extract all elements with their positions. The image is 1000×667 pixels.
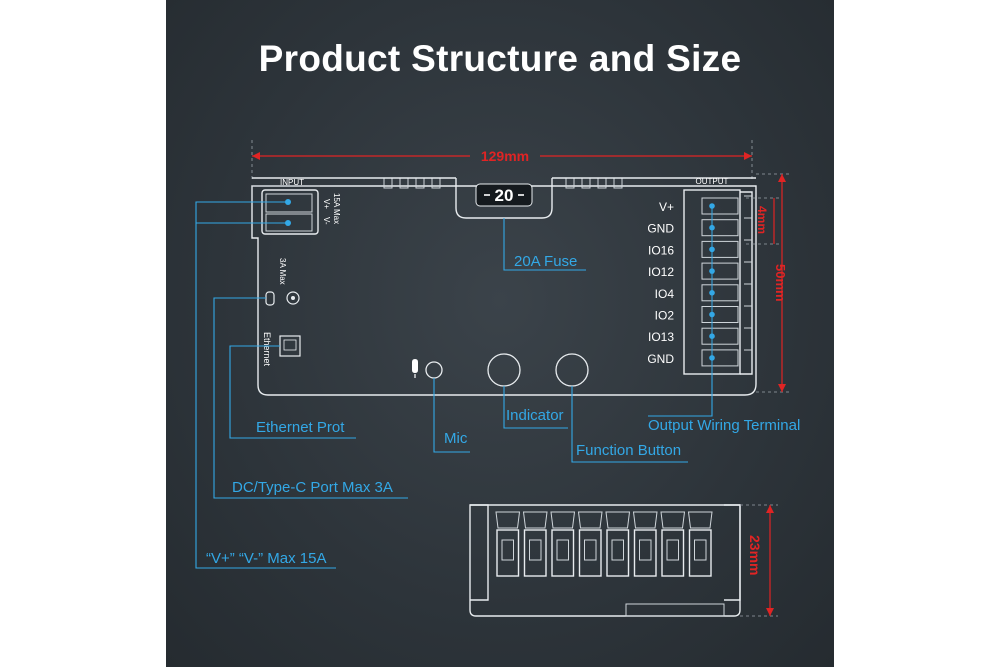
side-cell bbox=[496, 529, 520, 577]
side-cell-slot bbox=[501, 539, 514, 561]
mic-callout: Mic bbox=[444, 430, 468, 447]
output-terminal-cell bbox=[701, 349, 739, 367]
side-view bbox=[469, 504, 741, 617]
callout-leaders bbox=[195, 201, 713, 569]
side-lever bbox=[605, 511, 631, 529]
side-cell-slot bbox=[611, 539, 624, 561]
usb-c-port: 3A Max bbox=[265, 258, 300, 306]
dark-panel bbox=[166, 0, 834, 667]
pitch-dimension: 4mm bbox=[746, 197, 782, 245]
side-lever bbox=[660, 511, 686, 529]
function-button-ring bbox=[555, 353, 589, 387]
output-terminal-cell bbox=[701, 284, 739, 302]
side-cell-slot bbox=[556, 539, 569, 561]
mic bbox=[412, 359, 443, 379]
output-terminal-cell bbox=[701, 219, 739, 237]
height-dimension: 50mm bbox=[756, 173, 792, 393]
fuse-display: 20 bbox=[484, 186, 524, 205]
side-cell bbox=[661, 529, 685, 577]
ethernet-port: Ethernet bbox=[262, 332, 301, 367]
output-terminal-cell bbox=[701, 306, 739, 323]
dc-jack-icon bbox=[286, 291, 300, 305]
side-cell-slot bbox=[639, 539, 652, 561]
output-terminal-cell bbox=[701, 197, 739, 215]
ethernet-board-label: Ethernet bbox=[262, 332, 272, 367]
side-cell bbox=[551, 529, 575, 577]
output-header: OUTPUT bbox=[696, 177, 729, 186]
page-title: Product Structure and Size bbox=[258, 38, 742, 79]
microphone-icon bbox=[412, 359, 418, 373]
input-rating-label: 15A Max bbox=[332, 193, 341, 224]
dc-typec-callout: DC/Type-C Port Max 3A bbox=[232, 479, 393, 496]
side-cell bbox=[606, 529, 630, 577]
ethernet-icon bbox=[279, 335, 301, 357]
fuse-callout: 20A Fuse bbox=[514, 253, 577, 270]
input-header: INPUT bbox=[280, 178, 304, 187]
side-cell bbox=[523, 529, 547, 577]
board-outline bbox=[251, 177, 757, 396]
width-label: 129mm bbox=[481, 148, 529, 164]
depth-dimension: 23mm bbox=[740, 504, 778, 617]
side-lever bbox=[632, 511, 658, 529]
side-cell-slot bbox=[666, 539, 679, 561]
output-terminal-callout: Output Wiring Terminal bbox=[648, 417, 800, 434]
indicator-callout: Indicator bbox=[506, 407, 564, 424]
side-cell-slot bbox=[584, 539, 597, 561]
width-dimension: 129mm bbox=[251, 140, 753, 182]
fuse-value: 20 bbox=[495, 186, 514, 205]
output-pin-label: IO12 bbox=[648, 265, 674, 279]
output-pin-label: IO16 bbox=[648, 243, 674, 257]
side-cell bbox=[688, 529, 712, 577]
side-cell bbox=[633, 529, 657, 577]
input-vminus-label: V- bbox=[322, 217, 331, 225]
side-cell bbox=[578, 529, 602, 577]
pitch-label: 4mm bbox=[755, 206, 769, 234]
height-label: 50mm bbox=[773, 264, 788, 302]
output-terminal-cell bbox=[701, 240, 739, 258]
output-pin-label: IO13 bbox=[648, 330, 674, 344]
output-terminal-cell bbox=[701, 327, 739, 345]
side-lever bbox=[687, 511, 713, 529]
side-lever bbox=[550, 511, 576, 529]
side-cell-slot bbox=[529, 539, 542, 561]
side-lever bbox=[495, 511, 521, 529]
output-pin-label: IO2 bbox=[655, 309, 675, 323]
function-button-callout: Function Button bbox=[576, 442, 681, 459]
vplus-vminus-callout: “V+” “V-” Max 15A bbox=[206, 550, 326, 567]
output-pin-label: V+ bbox=[659, 200, 674, 214]
output-pin-label: IO4 bbox=[655, 287, 675, 301]
ethernet-callout: Ethernet Prot bbox=[256, 419, 345, 436]
side-lever bbox=[522, 511, 548, 529]
depth-label: 23mm bbox=[747, 535, 763, 575]
usb-rating-label: 3A Max bbox=[278, 258, 287, 285]
side-terminal-cells bbox=[495, 511, 713, 577]
indicator-ring bbox=[487, 353, 521, 387]
side-lever bbox=[577, 511, 603, 529]
input-terminal: INPUT V+ V- 15A Max bbox=[261, 178, 341, 235]
side-cell-slot bbox=[694, 539, 707, 561]
output-pin-label: GND bbox=[647, 352, 674, 366]
output-pin-label: GND bbox=[647, 222, 674, 236]
output-terminal-cell bbox=[701, 262, 739, 280]
input-vplus-label: V+ bbox=[322, 199, 331, 209]
